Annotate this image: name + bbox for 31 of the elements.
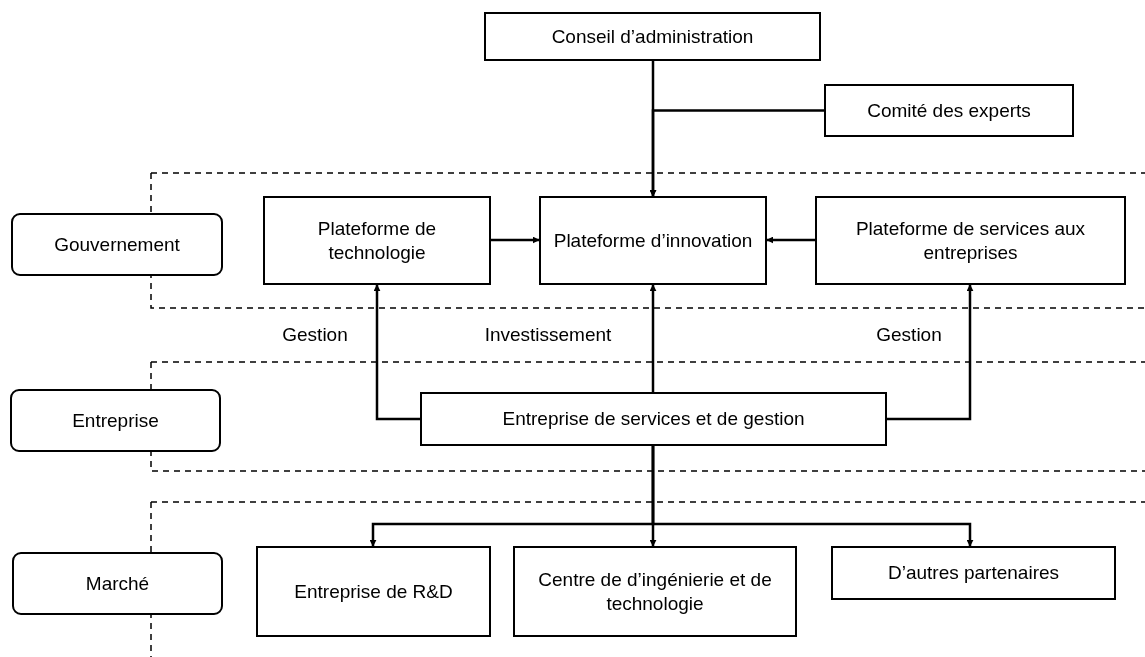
box-text: Entreprise de R&D [294, 579, 453, 604]
arrow [373, 284, 420, 421]
box-text: Entreprise de services et de gestion [502, 407, 805, 431]
box-text: Gouvernement [54, 232, 180, 257]
arrow [651, 446, 974, 547]
process-box [815, 196, 1126, 285]
arrow [766, 236, 815, 244]
process-box [539, 196, 767, 285]
arrow [887, 284, 974, 421]
box-text: Conseil d’administration [551, 24, 754, 49]
arrow [649, 284, 657, 392]
arrow [491, 236, 540, 244]
box-text: D’autres partenaires [887, 561, 1060, 585]
box-text: Plateforme de technologie [316, 216, 438, 265]
process-box [420, 392, 887, 446]
level-label-box [10, 389, 221, 452]
process-box [824, 84, 1074, 137]
level-label-box [12, 552, 223, 615]
process-box [256, 546, 491, 637]
process-box [263, 196, 491, 285]
box-text: Plateforme d’innovation [553, 228, 753, 253]
arrow [649, 109, 824, 197]
box-text: Comité des experts [867, 98, 1031, 123]
process-box [484, 12, 821, 61]
process-box [513, 546, 797, 637]
box-text: Entreprise [72, 408, 159, 433]
process-box [831, 546, 1116, 600]
box-text: Centre de d’ingénierie et de technologie [537, 567, 773, 616]
level-label-box [11, 213, 223, 276]
box-text: Marché [85, 571, 150, 596]
box-text: Plateforme de services aux entreprises [854, 216, 1087, 265]
